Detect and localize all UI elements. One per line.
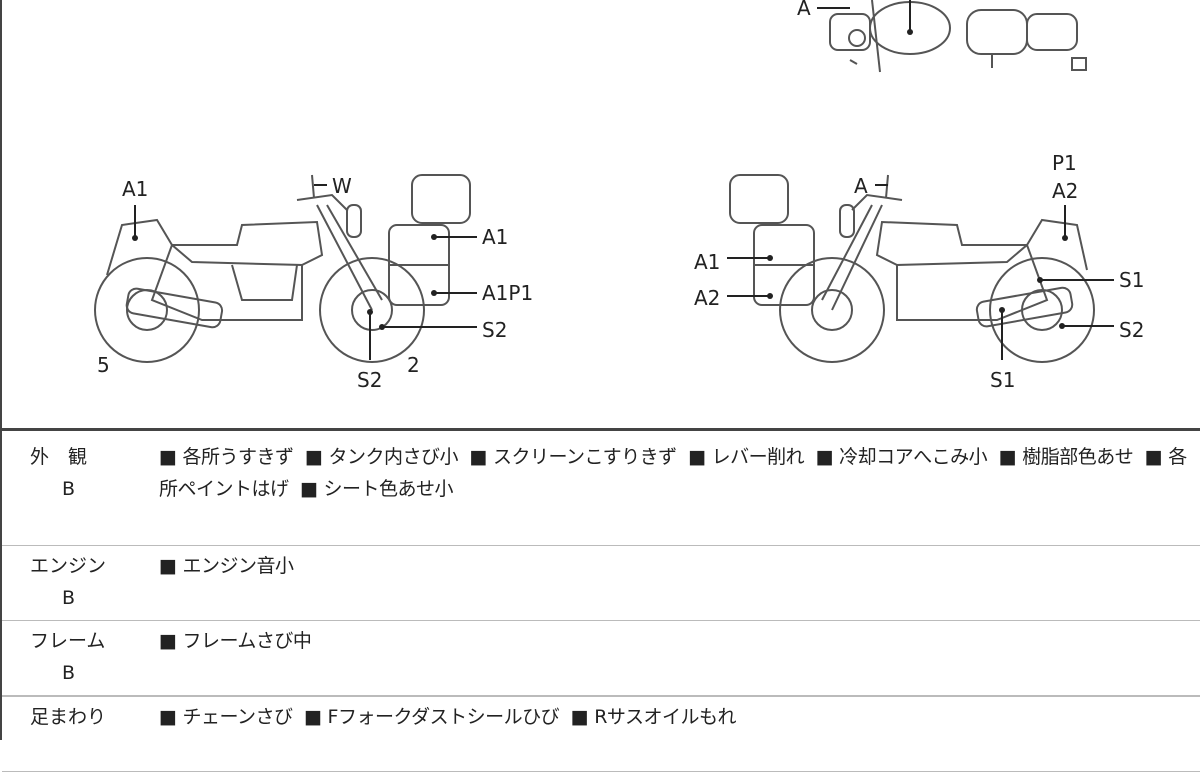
note: タンク内さび小	[328, 446, 458, 468]
category-label: フレーム	[30, 630, 106, 652]
category-label: エンジン	[30, 555, 107, 577]
label-a: A	[854, 174, 868, 198]
grade: B	[62, 662, 76, 684]
note: Rサスオイルもれ	[594, 706, 737, 728]
note: Fフォークダストシールひび	[327, 706, 560, 728]
note: 樹脂部色あせ	[1022, 446, 1134, 468]
label-s2: S2	[357, 368, 382, 392]
grade: B	[62, 478, 76, 500]
row-exterior: 外 観 B ■各所うすきず ■タンク内さび小 ■スクリーンこすりきず ■レバー削れ…	[2, 431, 1200, 546]
label-2: 2	[407, 353, 420, 377]
category-label: 外 観	[30, 446, 88, 468]
damage-diagram: A	[2, 0, 1200, 431]
right-side-motorcycle	[729, 174, 1095, 363]
label-s1: S1	[990, 368, 1015, 392]
label-s1: S1	[1119, 268, 1144, 292]
note: エンジン音小	[182, 555, 294, 577]
label-s2: S2	[1119, 318, 1144, 342]
label-top-a: A	[797, 0, 811, 20]
label-a1: A1	[694, 250, 720, 274]
label-a1p1: A1P1	[482, 281, 533, 305]
label-w: W	[332, 174, 352, 198]
label-s2: S2	[482, 318, 507, 342]
top-view-motorcycle	[829, 0, 1087, 73]
note: 冷却コアへこみ小	[839, 446, 988, 468]
note: スクリーンこすりきず	[492, 446, 677, 468]
label-p1: P1	[1052, 151, 1077, 175]
label-a2: A2	[694, 286, 720, 310]
label-a2: A2	[1052, 179, 1078, 203]
label-5: 5	[97, 353, 110, 377]
notes: ■各所うすきず ■タンク内さび小 ■スクリーンこすりきず ■レバー削れ ■冷却コ…	[159, 446, 1187, 500]
label-a1: A1	[122, 177, 148, 201]
note: フレームさび中	[182, 630, 312, 652]
note: チェーンさび	[182, 706, 293, 728]
grade: B	[62, 587, 76, 609]
note: 各所ペイントはげ	[159, 446, 1187, 500]
label-a1: A1	[482, 225, 508, 249]
note: レバー削れ	[711, 446, 805, 468]
left-side-motorcycle	[94, 174, 471, 363]
note: シート色あせ小	[323, 478, 454, 500]
row-suspension: 足まわり ■チェーンさび ■Fフォークダストシールひび ■Rサスオイルもれ	[2, 696, 1200, 772]
category-label: 足まわり	[30, 706, 107, 728]
note: 各所うすきず	[182, 446, 294, 468]
